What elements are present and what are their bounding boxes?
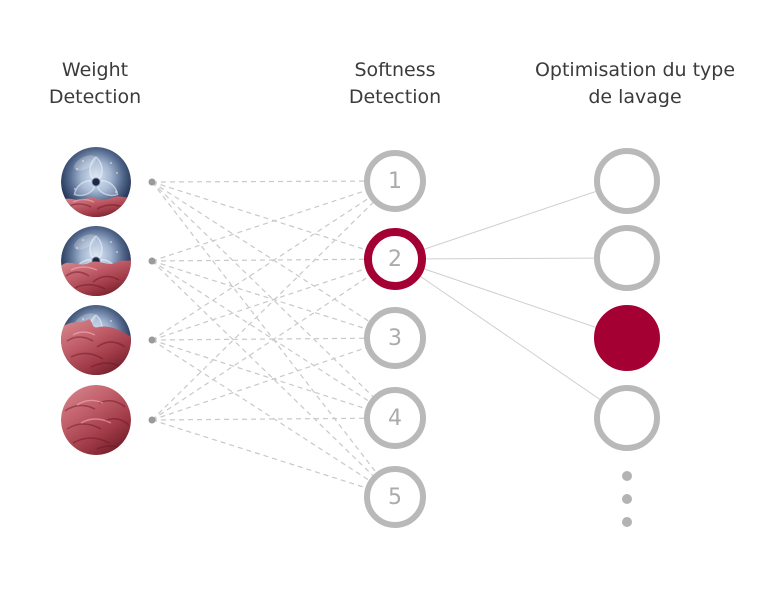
hidden-node-2: 2 [364,228,426,290]
ellipsis-dot [622,494,632,504]
hidden-node-5: 5 [364,466,426,528]
hidden-node-3: 3 [364,307,426,369]
drum-high-load-icon [61,305,131,375]
input-dot [148,416,156,424]
hidden-node-1-label: 1 [388,168,402,194]
hidden-output-connection [394,258,628,339]
ellipsis-dot [622,471,632,481]
output-node-1 [594,148,660,214]
hidden-node-4-label: 4 [388,405,402,431]
input-hidden-connection [151,180,396,262]
column-title-weight-detection: Weight Detection [48,59,142,108]
hidden-output-connection [394,257,628,260]
input-hidden-connection [151,258,396,421]
hidden-node-1: 1 [364,150,426,212]
input-image-drum-load-low [61,147,131,217]
input-hidden-connection [151,419,396,498]
hidden-node-2-label: 2 [388,246,402,272]
input-dot [148,257,156,265]
output-node-2 [594,225,660,291]
input-image-drum-load-high [61,305,131,375]
input-hidden-connection [151,337,396,421]
hidden-output-connection [394,180,628,260]
input-dot [148,178,156,186]
hidden-output-connection [394,258,628,419]
input-hidden-connection [151,258,396,341]
input-hidden-connection [151,180,396,341]
column-title-wash-optimisation: Optimisation du type de lavage [534,59,736,108]
input-hidden-connection [151,417,396,421]
column-title-softness-detection: Softness Detection [348,59,442,108]
input-dot [148,336,156,344]
hidden-node-3-label: 3 [388,325,402,351]
drum-low-load-icon [61,147,131,217]
input-hidden-connection [151,260,396,498]
input-image-drum-load-full [61,385,131,455]
hidden-node-4: 4 [364,387,426,449]
input-hidden-connection [151,180,396,183]
input-hidden-connection [151,180,396,421]
output-node-3 [594,305,660,371]
output-node-4 [594,385,660,451]
drum-full-load-icon [61,385,131,455]
drum-medium-load-icon [61,226,131,296]
input-hidden-connection [151,181,396,419]
hidden-node-5-label: 5 [388,484,402,510]
ellipsis-dot [622,517,632,527]
input-image-drum-load-medium [61,226,131,296]
